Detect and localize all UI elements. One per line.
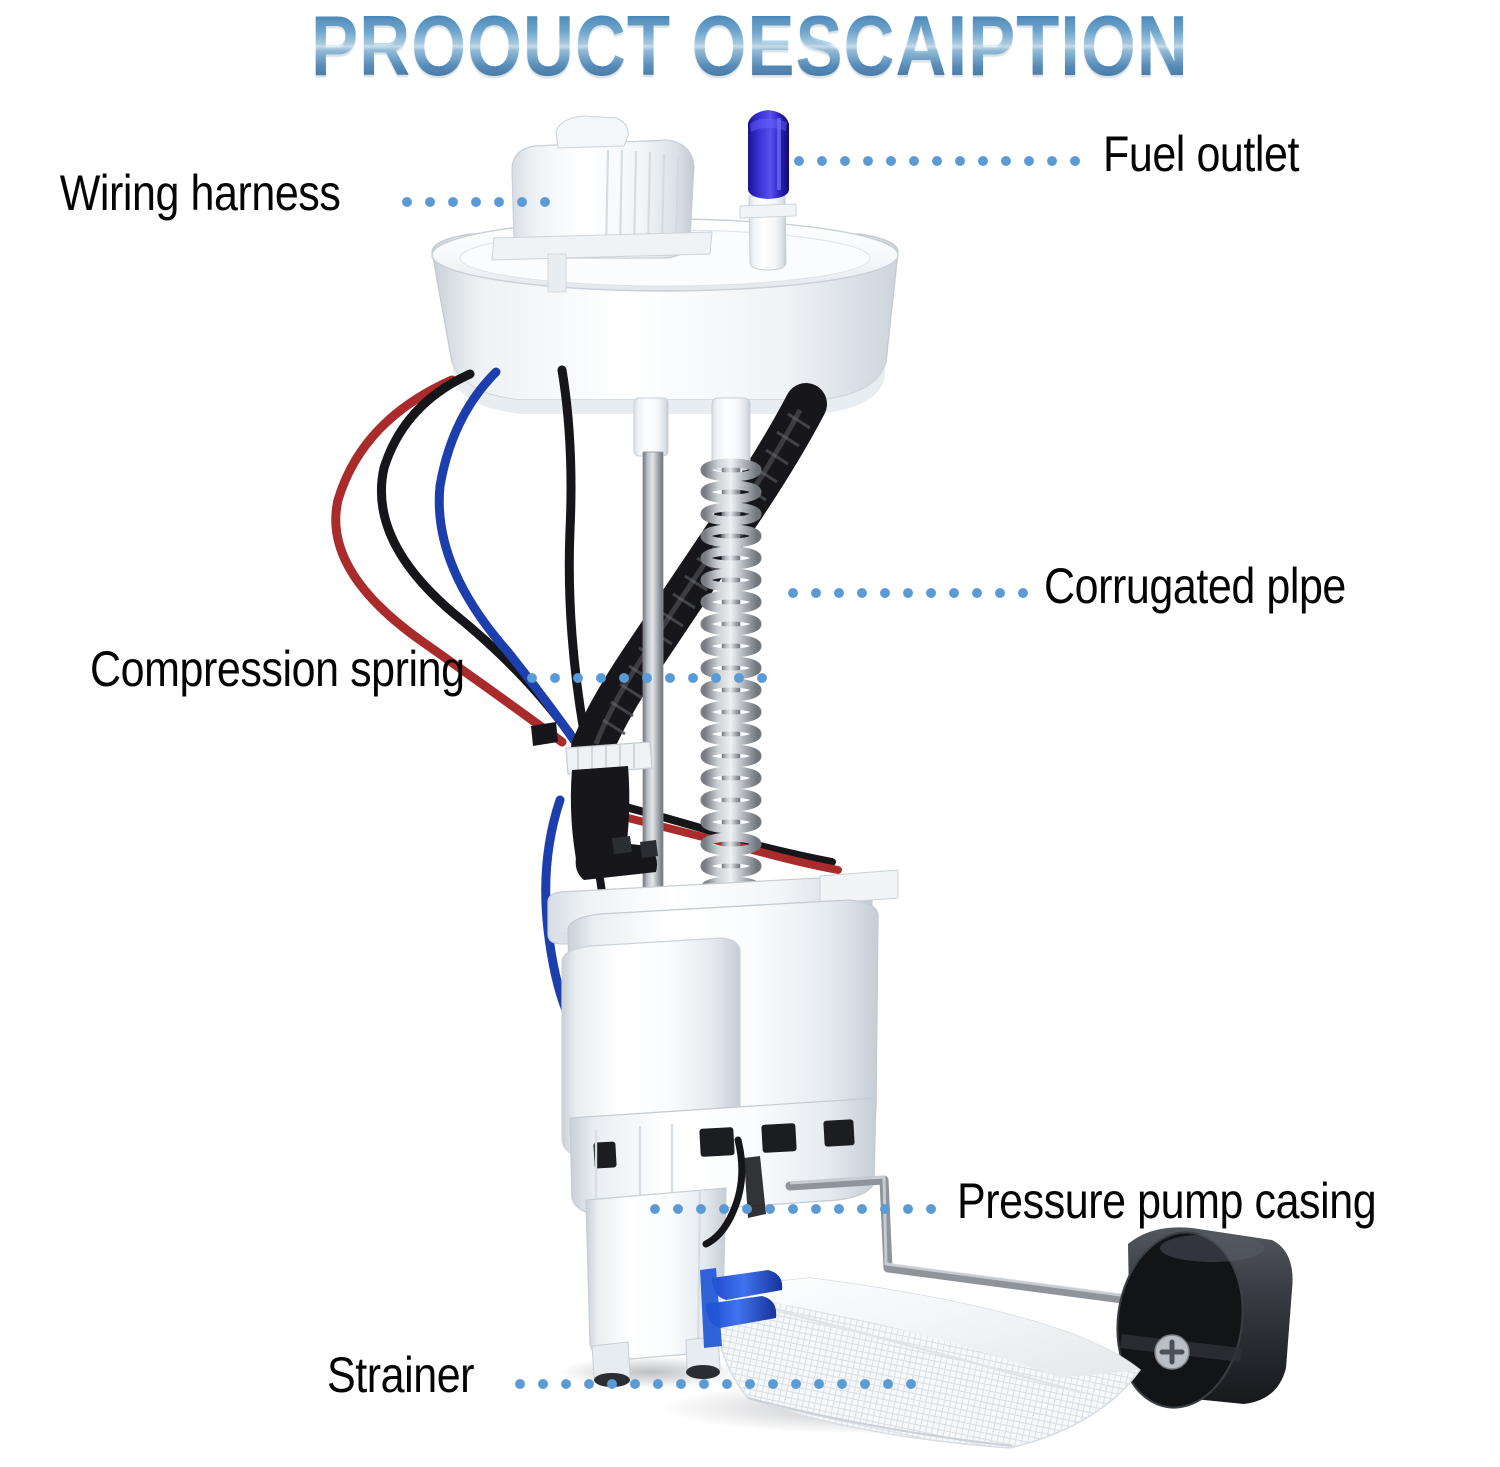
wire-black-lower-right: [618, 802, 836, 866]
callout-leader-corrugated-pipe: [786, 586, 1034, 600]
wire-black-lower-left: [580, 796, 610, 934]
top-connector-block: [575, 842, 657, 880]
level-sender-rod: [633, 397, 669, 913]
callout-leader-strainer: [513, 1377, 929, 1391]
pump-mount-bracket: [547, 869, 899, 945]
page-title-container: PROOUCT OESCAIPTION: [0, 0, 1500, 95]
wire-red-lower: [624, 814, 842, 874]
callout-label-corrugated-pipe: Corrugated plpe: [1044, 558, 1346, 614]
callout-leader-compression-spring: [525, 671, 773, 685]
outlet-cap-top-facet: [750, 118, 787, 132]
bracket-shelf: [547, 875, 873, 945]
fuel-outlet-port: [739, 110, 797, 271]
casing-front-panel: [561, 937, 741, 1159]
flange-rim: [431, 218, 899, 292]
harness-support-fin: [547, 253, 567, 293]
float-screw: [1154, 1334, 1190, 1370]
casing-foot-right: [685, 1335, 721, 1379]
float-drum-face: [1117, 1232, 1243, 1408]
bracket-shadow: [560, 916, 870, 944]
outlet-neck: [748, 195, 787, 271]
callout-leader-wiring-harness: [400, 195, 554, 209]
reservoir-cup: [567, 899, 879, 1147]
flange-skirt: [452, 362, 886, 414]
strainer-clip-upper: [712, 1270, 783, 1300]
callout-label-fuel-outlet: Fuel outlet: [1103, 126, 1300, 182]
float-top-highlight: [1160, 1234, 1264, 1262]
callout-leader-pressure-pump-casing: [648, 1202, 946, 1216]
casing-sensor-wire: [702, 1136, 746, 1248]
clamp-boot: [570, 766, 630, 870]
flange-body: [431, 233, 899, 401]
float-face-band: [1120, 1334, 1242, 1362]
float-drum-face-sheen: [1116, 1231, 1244, 1409]
callout-label-strainer: Strainer: [326, 1347, 475, 1403]
callout-label-compression-spring: Compression spring: [89, 641, 465, 697]
bracket-arm-right: [819, 869, 899, 905]
strainer-top-face: [712, 1278, 1140, 1378]
corrugated-pipe-ribs: [602, 412, 811, 736]
strainer-fold-edge: [747, 1397, 1013, 1447]
casing-vent-slots: [593, 1119, 855, 1169]
harness-top-nub: [555, 115, 629, 149]
rod-white-sleeve: [633, 397, 669, 457]
outlet-cap-highlight: [777, 118, 781, 190]
page-title: PROOUCT OESCAIPTION: [311, 0, 1189, 95]
casing-lower-collar: [569, 1097, 877, 1217]
casing-ribs: [594, 1124, 674, 1206]
corrugated-pipe: [571, 383, 827, 769]
pump-top-connector: [575, 836, 658, 880]
callout-leader-fuel-outlet: [792, 154, 1088, 168]
wire-blue-lower: [541, 795, 571, 1015]
strainer-clip-lower: [706, 1296, 777, 1328]
top-connector-prong-a: [612, 836, 632, 854]
callout-label-pressure-pump-casing: Pressure pump casing: [957, 1173, 1377, 1229]
flange-assembly: [431, 218, 899, 414]
corrugated-pipe-core: [571, 383, 827, 769]
strainer-clip-stem: [700, 1268, 722, 1348]
compression-spring-coils: [700, 458, 762, 966]
clamp-ribs: [577, 744, 635, 772]
spring-white-sleeve: [711, 397, 751, 471]
strainer-body: [711, 1277, 1142, 1449]
clamp-stub: [531, 722, 558, 746]
corrugated-pipe-highlight: [593, 408, 803, 745]
strainer-filter: [700, 1268, 1142, 1449]
callout-label-wiring-harness: Wiring harness: [59, 165, 341, 221]
float-drum-body: [1128, 1227, 1293, 1404]
pressure-pump-casing: [561, 899, 879, 1387]
float-screw-cross: [1159, 1339, 1185, 1365]
harness-ribs: [604, 149, 680, 251]
harness-base-plate: [491, 231, 713, 261]
harness-cable-clamp: [531, 722, 653, 870]
clamp-collar: [565, 741, 653, 775]
flange-rim-inner: [459, 229, 871, 287]
spring-guide-rod: [721, 461, 741, 963]
top-connector-prong-b: [640, 840, 658, 858]
outlet-collar: [739, 203, 797, 219]
outlet-blue-cap: [748, 110, 789, 199]
